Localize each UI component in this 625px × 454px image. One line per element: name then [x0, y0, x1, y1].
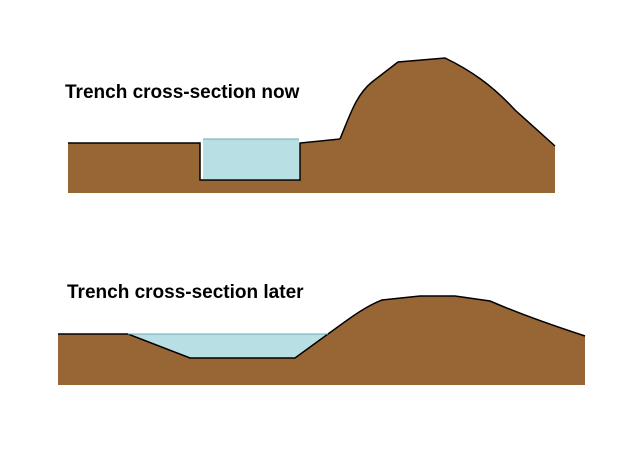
soil-profile-now — [68, 58, 555, 193]
title-now: Trench cross-section now — [65, 82, 300, 103]
ground-surface-line-later — [58, 333, 329, 359]
panel-later: Trench cross-section later — [58, 282, 586, 385]
title-later: Trench cross-section later — [67, 282, 304, 303]
water-trench-later — [128, 334, 328, 358]
soil-profile-later — [58, 296, 585, 385]
water-trench-now — [203, 139, 299, 179]
panel-now: Trench cross-section now — [65, 57, 556, 193]
ground-surface-line-now — [68, 138, 341, 181]
mound-outline-later — [327, 295, 586, 337]
mound-outline-now — [339, 57, 556, 147]
